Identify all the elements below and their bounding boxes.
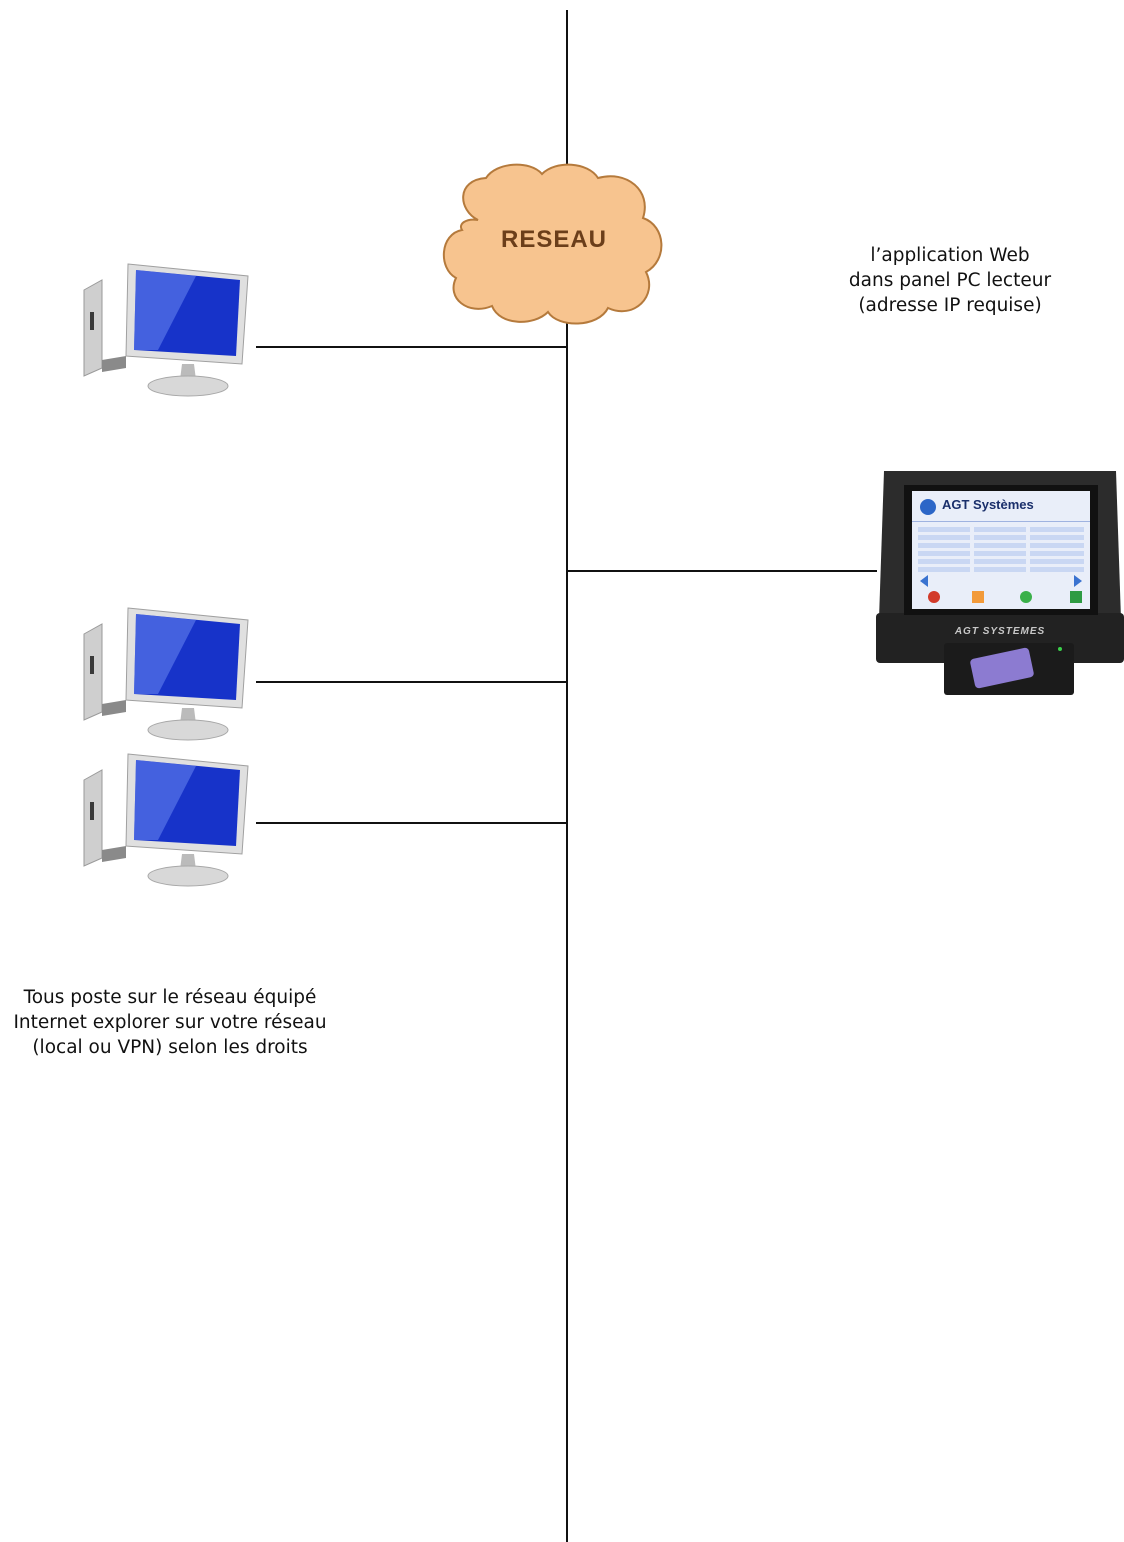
- cloud-label: RESEAU: [500, 226, 608, 253]
- network-cloud: RESEAU: [438, 160, 670, 326]
- network-backbone-top: [566, 10, 568, 165]
- client-pc-2: [76, 600, 261, 750]
- panel-caption: l’application Web dans panel PC lecteur …: [820, 243, 1080, 318]
- clients-caption-line-2: Internet explorer sur votre réseau: [13, 1012, 327, 1033]
- client-pc-3: [76, 746, 261, 896]
- connector-pc-1: [256, 346, 567, 348]
- panel-brand-title: AGT Systèmes: [942, 497, 1034, 512]
- clients-caption: Tous poste sur le réseau équipé Internet…: [0, 985, 340, 1060]
- panel-pc-reader: AGT Systèmes AGT SYSTEMES: [876, 463, 1124, 700]
- clients-caption-line-1: Tous poste sur le réseau équipé: [23, 987, 317, 1008]
- panel-brand-label: AGT SYSTEMES: [954, 626, 1046, 637]
- panel-caption-line-2: dans panel PC lecteur: [848, 270, 1052, 291]
- panel-caption-line-1: l’application Web: [870, 245, 1030, 266]
- clients-caption-line-3: (local ou VPN) selon les droits: [32, 1037, 308, 1058]
- computer-icon: [83, 753, 249, 887]
- connector-panel-pc: [566, 570, 877, 572]
- panel-caption-line-3: (adresse IP requise): [858, 295, 1042, 316]
- computer-icon: [83, 607, 249, 741]
- computer-icon: [83, 263, 249, 397]
- connector-pc-2: [256, 681, 567, 683]
- network-backbone: [566, 318, 568, 1542]
- client-pc-1: [76, 256, 261, 406]
- connector-pc-3: [256, 822, 567, 824]
